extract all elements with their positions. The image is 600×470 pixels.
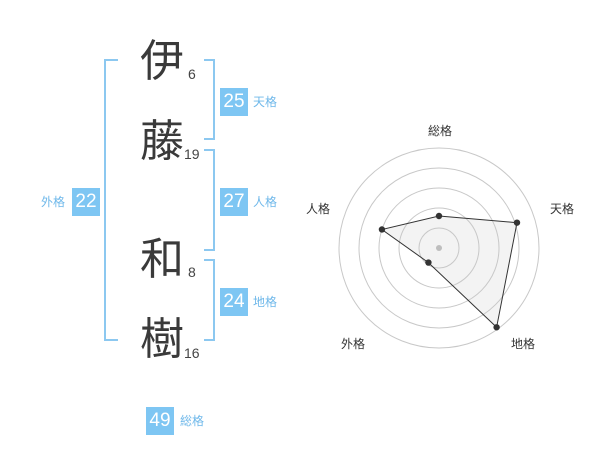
radar-polygon-group xyxy=(380,215,518,329)
radar-ring-5 xyxy=(418,227,460,269)
radar-ring-3 xyxy=(378,187,500,309)
gaikaku-value: 22 xyxy=(72,188,100,216)
jinkaku-label: 人格 xyxy=(253,195,278,209)
radar-label-chikaku: 地格 xyxy=(511,337,536,351)
radar-point-1 xyxy=(435,212,443,220)
tenkaku-value: 25 xyxy=(220,88,248,116)
radar-ring-2 xyxy=(358,167,520,329)
radar-label-jinkaku: 人格 xyxy=(306,202,331,216)
jinkaku-bracket xyxy=(204,149,215,251)
chikaku-label: 地格 xyxy=(253,295,278,309)
name-char-1: 伊 xyxy=(140,36,184,87)
gaikaku-bracket xyxy=(104,59,118,341)
tenkaku-label: 天格 xyxy=(253,95,278,109)
soukaku-value: 49 xyxy=(146,407,174,435)
stroke-count-4: 16 xyxy=(184,345,200,361)
radar-point-4 xyxy=(425,259,432,266)
radar-rings xyxy=(338,147,540,349)
name-char-3: 和 xyxy=(140,234,184,285)
chikaku-value: 24 xyxy=(220,288,248,316)
radar-point-3 xyxy=(493,324,500,331)
stroke-count-2: 19 xyxy=(184,146,200,162)
chikaku-bracket xyxy=(204,259,215,341)
radar-label-tenkaku: 天格 xyxy=(550,202,575,216)
stroke-count-3: 8 xyxy=(188,264,196,280)
radar-ring-1 xyxy=(338,147,540,349)
tenkaku-bracket xyxy=(204,59,215,140)
radar-point-5 xyxy=(378,226,386,233)
soukaku-label: 総格 xyxy=(180,414,205,428)
radar-center xyxy=(436,245,442,251)
radar-label-gaikaku: 外格 xyxy=(341,337,366,351)
gaikaku-label: 外格 xyxy=(41,195,66,209)
stroke-count-1: 6 xyxy=(188,66,196,82)
name-char-2: 藤 xyxy=(140,116,184,167)
name-char-4: 樹 xyxy=(140,314,184,365)
radar-points xyxy=(378,212,521,331)
radar-point-2 xyxy=(513,219,521,226)
radar-ring-4 xyxy=(398,207,480,289)
jinkaku-value: 27 xyxy=(220,188,248,216)
radar-label-soukaku: 総格 xyxy=(428,124,453,138)
radar-polygon xyxy=(380,215,518,329)
